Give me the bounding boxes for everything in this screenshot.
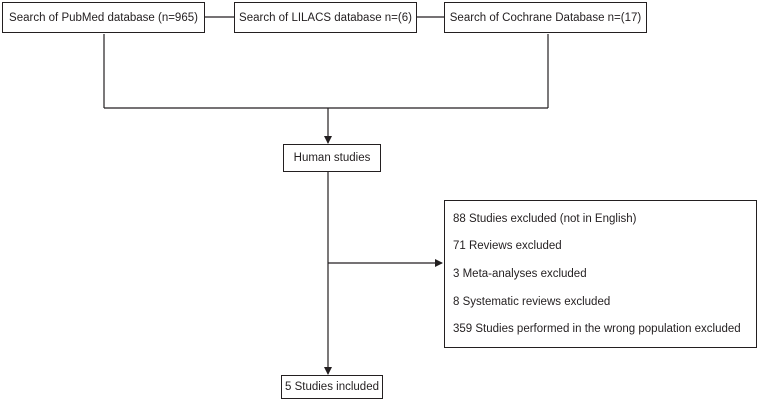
exclusion-item: 88 Studies excluded (not in English) xyxy=(453,212,637,225)
source-label: Search of LILACS database n=(6) xyxy=(239,11,412,24)
exclusion-item: 359 Studies performed in the wrong popul… xyxy=(453,323,741,336)
source-label: Search of Cochrane Database n=(17) xyxy=(449,11,642,24)
exclusion-item: 71 Reviews excluded xyxy=(453,240,562,253)
human-studies-label: Human studies xyxy=(293,152,371,164)
exclusion-item: 3 Meta-analyses excluded xyxy=(453,267,587,280)
included-label: 5 Studies included xyxy=(285,381,379,393)
included-box: 5 Studies included xyxy=(281,375,383,399)
source-box-cochrane: Search of Cochrane Database n=(17) xyxy=(444,2,647,33)
human-studies-box: Human studies xyxy=(283,144,381,172)
source-label: Search of PubMed database (n=965) xyxy=(9,11,198,24)
source-box-lilacs: Search of LILACS database n=(6) xyxy=(234,2,417,33)
exclusions-box: 88 Studies excluded (not in English) 71 … xyxy=(444,200,757,348)
exclusion-item: 8 Systematic reviews excluded xyxy=(453,295,611,308)
source-box-pubmed: Search of PubMed database (n=965) xyxy=(2,2,205,33)
